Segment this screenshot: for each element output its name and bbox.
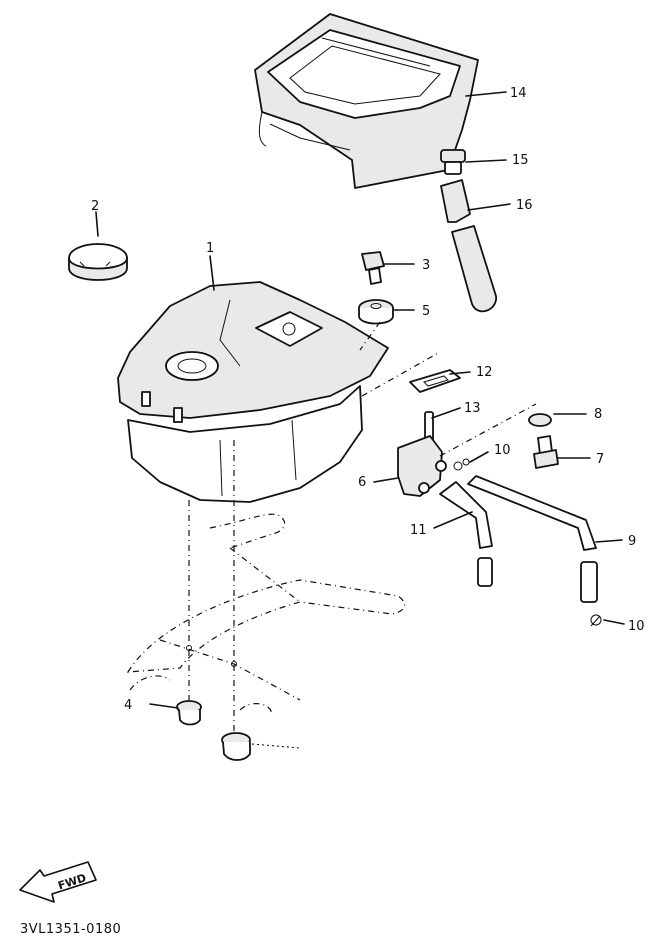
fwd-arrow-icon: FWD xyxy=(19,861,97,903)
leader-lines xyxy=(95,91,625,709)
part-6-fuel-cock xyxy=(397,411,447,497)
part-4-damper-b xyxy=(221,732,251,761)
callout-3: 3 xyxy=(422,258,430,273)
callout-4: 4 xyxy=(124,698,132,713)
part-4-damper-a xyxy=(176,700,202,726)
callout-8: 8 xyxy=(594,407,602,422)
part-2-fuel-cap xyxy=(68,243,128,281)
callout-14: 14 xyxy=(510,86,527,101)
callout-13: 13 xyxy=(464,401,481,416)
callout-5: 5 xyxy=(422,304,430,319)
part-3-bolt xyxy=(361,251,385,285)
callout-12: 12 xyxy=(476,365,493,380)
callouts: 1 2 3 4 5 6 7 8 9 10 10 11 12 13 14 15 1… xyxy=(91,86,645,713)
diagram-code: 3VL1351-0180 xyxy=(20,922,121,937)
part-1-fuel-tank xyxy=(117,281,389,503)
part-9-hose xyxy=(467,475,598,603)
callout-2: 2 xyxy=(91,199,99,214)
part-12-gasket xyxy=(409,369,461,393)
callout-16: 16 xyxy=(516,198,533,213)
callout-11: 11 xyxy=(410,523,427,538)
part-11-hose xyxy=(439,481,493,587)
callout-6: 6 xyxy=(358,475,366,490)
callout-9: 9 xyxy=(628,534,636,549)
part-10-clip-a xyxy=(453,458,470,471)
callout-7: 7 xyxy=(596,452,604,467)
part-16-hose xyxy=(440,179,497,313)
part-10-clip-b xyxy=(590,614,602,627)
part-14-cover xyxy=(254,13,479,189)
assembly-lines xyxy=(186,321,537,749)
callout-10-lower: 10 xyxy=(628,619,645,634)
callout-15: 15 xyxy=(512,153,529,168)
part-5-washer xyxy=(358,299,394,325)
part-7-screw xyxy=(533,435,559,469)
callout-10-upper: 10 xyxy=(494,443,511,458)
part-15-grommet xyxy=(440,149,466,175)
callout-1: 1 xyxy=(206,241,214,256)
part-8-washer xyxy=(528,413,552,427)
frame-phantom xyxy=(126,513,406,715)
